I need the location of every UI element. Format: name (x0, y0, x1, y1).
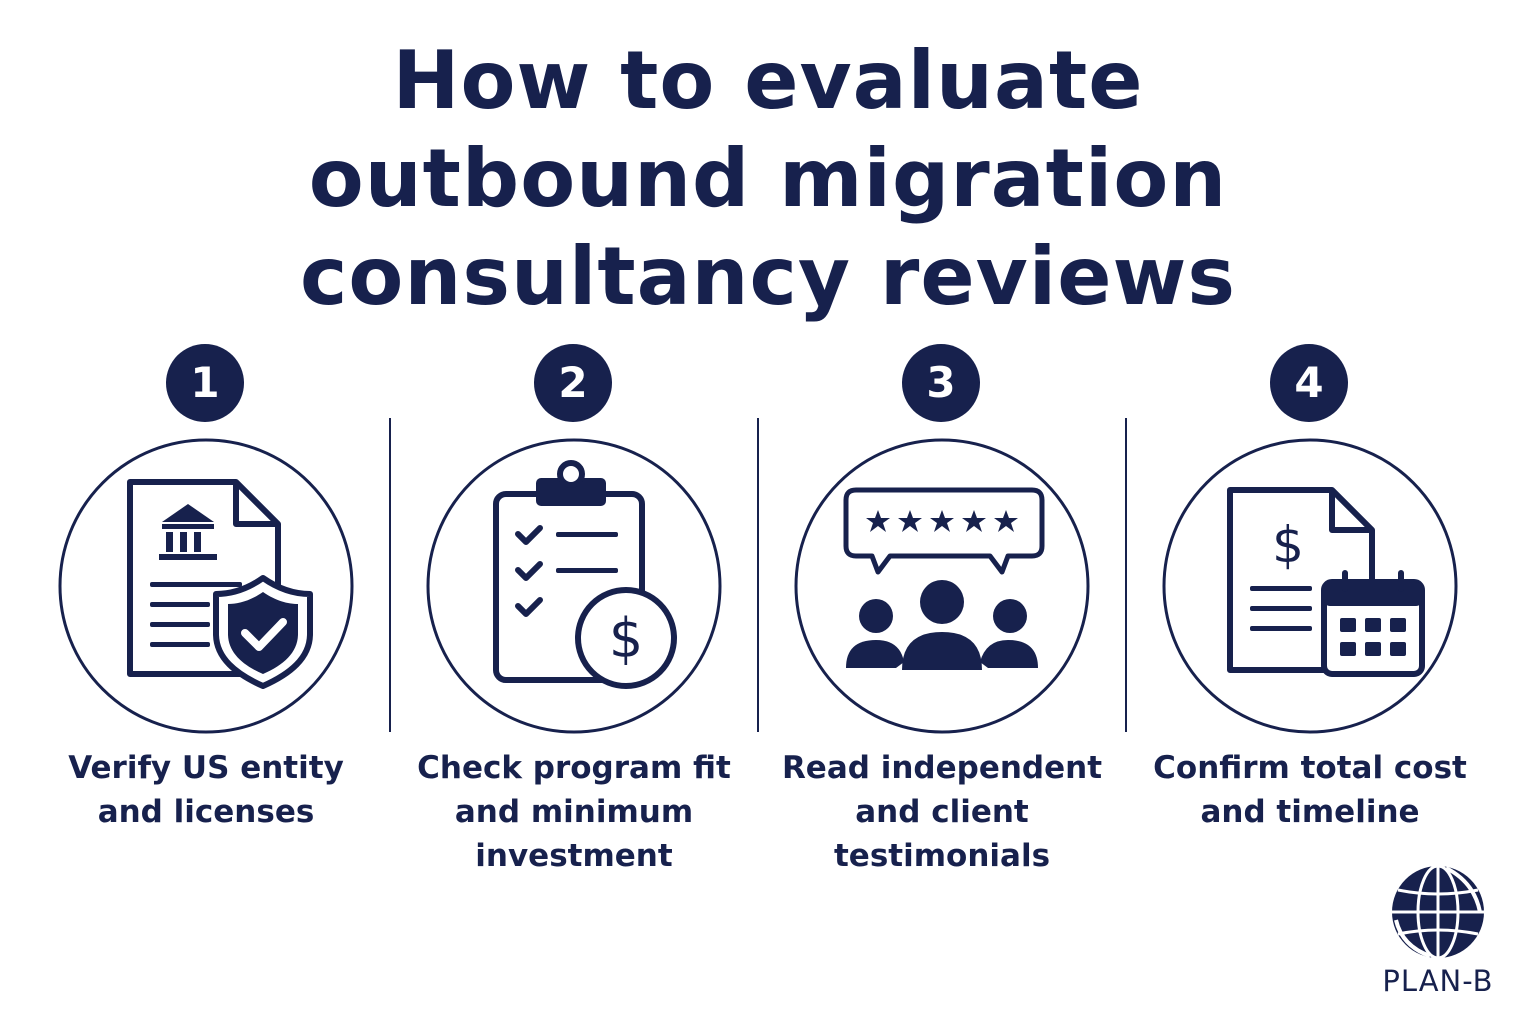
step-label-line: Confirm total cost (1153, 750, 1467, 786)
step-4: 4 $ Confirm total c (1130, 344, 1490, 904)
globe-icon (1388, 862, 1488, 962)
step-label-line: and timeline (1200, 794, 1420, 830)
step-label: Verify US entity and licenses (26, 746, 386, 834)
step-label-line: and client (855, 794, 1029, 830)
document-bank-shield-icon (58, 438, 354, 734)
step-label-line: Check program fit (417, 750, 731, 786)
review-stars-people-icon (794, 438, 1090, 734)
step-label-line: Verify US entity (68, 750, 344, 786)
step-label-line: and minimum (454, 794, 694, 830)
svg-text:$: $ (609, 607, 643, 670)
step-label-line: and licenses (97, 794, 315, 830)
step-divider-1 (389, 418, 391, 732)
step-label: Confirm total cost and timeline (1130, 746, 1490, 834)
step-label: Read independent and client testimonials (762, 746, 1122, 878)
step-divider-3 (1125, 418, 1127, 732)
step-number-badge: 4 (1270, 344, 1348, 422)
page-title: How to evaluate outbound migration consu… (0, 32, 1536, 326)
step-number-badge: 1 (166, 344, 244, 422)
step-1: 1 Verify US entity and licenses (26, 344, 386, 904)
step-label-line: Read independent (781, 750, 1103, 786)
step-3: 3 Read independent (762, 344, 1122, 904)
step-label-line: investment (475, 838, 673, 874)
brand-logo: PLAN-B (1368, 858, 1508, 1008)
title-line-1: How to evaluate (392, 34, 1144, 127)
step-label: Check program fit and minimum investment (394, 746, 754, 878)
brand-name: PLAN-B (1382, 964, 1494, 998)
clipboard-checklist-dollar-icon: $ (426, 438, 722, 734)
step-divider-2 (757, 418, 759, 732)
invoice-calendar-icon: $ (1162, 438, 1458, 734)
title-line-2: outbound migration (308, 132, 1228, 225)
svg-text:$: $ (1272, 516, 1304, 574)
step-label-line: testimonials (833, 838, 1051, 874)
step-number-badge: 2 (534, 344, 612, 422)
title-line-3: consultancy reviews (300, 230, 1236, 323)
step-number-badge: 3 (902, 344, 980, 422)
step-2: 2 $ Check program fit and minimum invest… (394, 344, 754, 904)
